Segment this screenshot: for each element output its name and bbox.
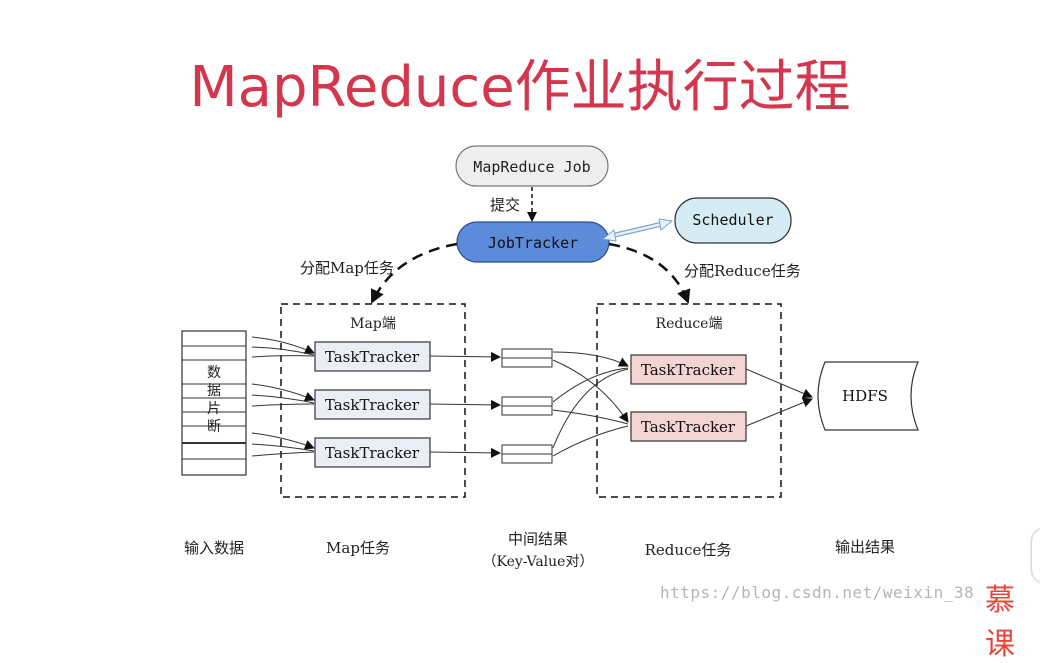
reduce-to-hdfs-1 [745, 368, 813, 399]
submit-label: 提交 [490, 196, 520, 214]
map-tasktracker-2-label: TaskTracker [325, 396, 420, 414]
mapreduce-diagram: MapReduce Job 提交 JobTracker Scheduler 分配… [181, 145, 919, 570]
assign-reduce-arrow [608, 242, 691, 304]
scheduler-node: Scheduler [674, 197, 792, 244]
map-tasktracker-3-label: TaskTracker [325, 444, 420, 462]
map-tasktracker-1-label: TaskTracker [325, 348, 420, 366]
watermark-url: https://blog.csdn.net/weixin_38 [660, 583, 975, 602]
map-side-label: Map端 [350, 316, 396, 332]
data-split-char-1: 数 [207, 365, 221, 381]
reduce-tasktracker-1-label: TaskTracker [641, 361, 736, 379]
reduce-tasktracker-1: TaskTracker [630, 354, 747, 385]
reduce-to-hdfs-2 [745, 397, 813, 427]
page-title: MapReduce作业执行过程 [189, 55, 851, 120]
map-to-intermediate-1 [429, 351, 501, 362]
map-tasktracker-1: TaskTracker [314, 341, 431, 372]
intermediate-result-1 [501, 348, 553, 368]
map-tasktracker-3: TaskTracker [314, 437, 431, 468]
scheduler-link-arrow [601, 218, 674, 242]
data-split-char-2: 据 [207, 383, 221, 399]
intermediate-result-2 [501, 396, 553, 416]
corner-tab[interactable] [1032, 528, 1040, 583]
intermediate-label: 中间结果 [508, 530, 568, 548]
hdfs-node: HDFS [817, 361, 919, 431]
intermediate-sub-label: （Key-Value对） [483, 554, 594, 570]
assign-map-label: 分配Map任务 [300, 259, 394, 277]
data-split-char-4: 断 [207, 419, 221, 435]
mapreduce-job-label: MapReduce Job [473, 158, 590, 176]
intermediate-result-3 [501, 444, 553, 464]
data-split-stack: 数 据 片 断 [181, 330, 247, 476]
reduce-tasktracker-2-label: TaskTracker [641, 418, 736, 436]
data-split-char-3: 片 [207, 401, 221, 417]
map-tasktracker-2: TaskTracker [314, 389, 431, 420]
map-side-box [280, 303, 466, 498]
output-label: 输出结果 [835, 538, 895, 556]
assign-map-arrow [370, 242, 458, 304]
map-task-label: Map任务 [326, 539, 390, 557]
brand-logo: 慕课 [985, 583, 1015, 662]
mapreduce-job-node: MapReduce Job [455, 145, 609, 187]
reduce-side-label: Reduce端 [656, 316, 723, 332]
input-data-label: 输入数据 [184, 539, 244, 557]
reduce-side-box [596, 303, 782, 498]
reduce-tasktracker-2: TaskTracker [630, 411, 747, 442]
assign-reduce-label: 分配Reduce任务 [684, 262, 801, 280]
scheduler-label: Scheduler [692, 211, 773, 229]
hdfs-label: HDFS [842, 387, 888, 405]
reduce-task-label: Reduce任务 [645, 541, 732, 559]
map-to-intermediate-2 [429, 399, 501, 410]
shuffle-arrows [552, 351, 629, 457]
input-arrows [251, 336, 315, 457]
jobtracker-node: JobTracker [456, 221, 610, 263]
jobtracker-label: JobTracker [488, 234, 578, 252]
map-to-intermediate-3 [429, 447, 501, 458]
